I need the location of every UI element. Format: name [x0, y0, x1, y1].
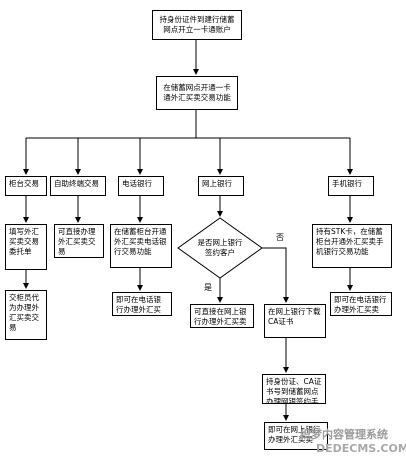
- node-phone-done: 即可在电话银行办理外汇买卖: [112, 292, 172, 316]
- node-mobile-bank: 手机银行: [328, 176, 374, 196]
- label-no: 否: [276, 233, 284, 242]
- node-phone-bank: 电话银行: [118, 176, 164, 196]
- decision-label: 是否网上银行签约客户: [197, 238, 243, 257]
- node-mobile-open: 持有STK卡，在储蓄柜台开通外汇买卖手机银行交易功能: [312, 224, 392, 268]
- label-yes: 是: [204, 283, 212, 292]
- node-sign-contract: 持身份证、CA证书号到储蓄网点办理网银签约手续: [262, 374, 326, 404]
- node-self-service: 自助终端交易: [50, 176, 106, 196]
- node-teller: 交柜员代为办理外汇买卖交易: [5, 290, 47, 340]
- watermark-line2: DEDECMS.COM: [316, 442, 406, 455]
- node-phone-open: 在储蓄柜台开通外汇买卖电话银行交易功能: [110, 224, 172, 268]
- node-counter: 柜台交易: [5, 176, 47, 196]
- node-online-direct: 可直接在网上银行办理外汇买卖: [190, 304, 254, 328]
- node-open-service: 在储蓄网点开通一卡通外汇买卖交易功能: [156, 76, 238, 110]
- node-direct-self: 可直接办理外汇买卖交易: [54, 224, 104, 258]
- node-online-done: 即可在网上银行办理外汇买卖: [264, 422, 328, 450]
- node-mobile-done: 即可在电话银行办理外汇买卖: [330, 292, 392, 316]
- arrow-diamond-no: [262, 247, 289, 303]
- node-online-bank: 网上银行: [198, 176, 244, 196]
- watermark-line1: 织梦内容管理系统: [300, 428, 388, 441]
- node-fill-form: 填写外汇买卖交易委托单: [5, 224, 47, 270]
- node-start: 持身份证件到建行储蓄网点开立一卡通账户: [152, 10, 242, 40]
- node-download-ca: 在网上银行下载CA证书: [264, 304, 326, 338]
- decision-diamond: [177, 217, 263, 279]
